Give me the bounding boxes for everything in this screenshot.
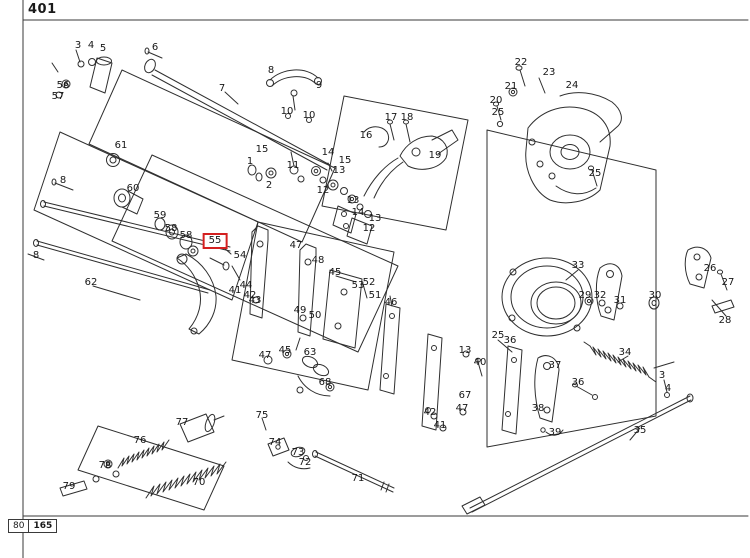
- brackets-47-48: [249, 225, 317, 337]
- rods-left: [27, 200, 231, 294]
- clevis-72-75: [261, 417, 311, 470]
- housing-24: [525, 92, 622, 204]
- footer-code-right: 165: [28, 520, 56, 532]
- assembly-outline-boxes: [33, 69, 657, 511]
- link-9-10: [266, 69, 322, 123]
- links-63-68: [263, 337, 335, 397]
- bolt-36-lower: [572, 382, 598, 400]
- lever-62: [176, 253, 241, 335]
- bushing-60: [113, 188, 144, 215]
- parts-3-4-5: [75, 49, 113, 94]
- pin-6: [144, 47, 163, 59]
- footer-code-left: 80: [13, 521, 25, 531]
- page-number: 401: [28, 2, 57, 17]
- shaft-7: [144, 58, 333, 172]
- bracket-46: [379, 295, 401, 395]
- leader-lines: [92, 91, 641, 441]
- bolts-20-25: [492, 65, 598, 187]
- damper-77: [179, 413, 225, 443]
- lever-37: [534, 355, 560, 423]
- flange-33: [501, 257, 593, 337]
- parts-26-32: [584, 246, 735, 321]
- spring-34: [583, 341, 657, 383]
- rod-35: [461, 299, 727, 515]
- parts-78-79: [59, 459, 120, 497]
- washer-61: [106, 153, 120, 167]
- lever-group-16-19: [363, 119, 459, 199]
- washer-cluster-upper: [247, 151, 373, 245]
- plate-51-53: [322, 269, 368, 349]
- bracket-67: [421, 333, 443, 431]
- rod-71: [312, 450, 395, 493]
- bracket-38: [501, 345, 523, 435]
- small-parts-right-center: [430, 350, 675, 436]
- page-borders: [22, 0, 749, 558]
- spring-76: [117, 439, 170, 469]
- bushings-58-59: [154, 217, 199, 257]
- parts-56-57: [51, 62, 71, 99]
- pin-8-left: [51, 178, 74, 191]
- spring-70: [145, 461, 227, 499]
